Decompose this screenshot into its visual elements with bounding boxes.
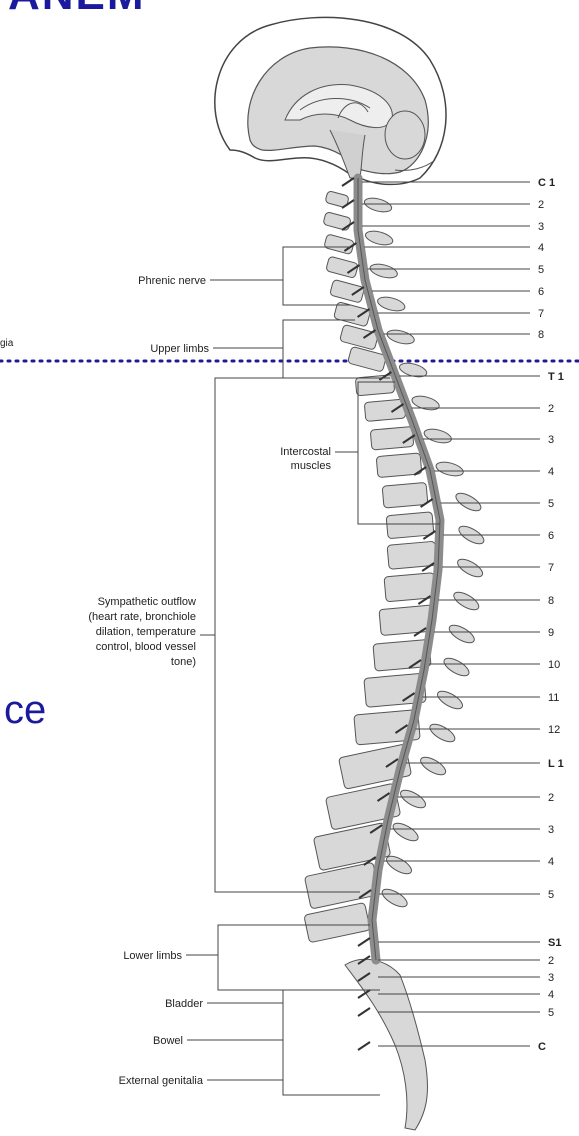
segment-label: 6 xyxy=(538,286,544,298)
segment-label: 4 xyxy=(548,989,554,1001)
segment-label: 11 xyxy=(548,692,559,704)
spinous-process xyxy=(390,820,420,844)
nerve-root xyxy=(358,938,370,946)
label-sympathetic-outflow: control, blood vessel xyxy=(96,641,196,653)
vertebra-body xyxy=(330,279,365,303)
vertebra-body xyxy=(326,256,359,278)
segment-label: C xyxy=(538,1041,546,1053)
label-external-genitalia: External genitalia xyxy=(119,1075,204,1087)
segment-label: C 1 xyxy=(538,177,555,189)
spinous-process xyxy=(455,556,485,580)
label-sympathetic-outflow: (heart rate, bronchiole xyxy=(88,611,196,623)
spinous-process xyxy=(447,622,477,646)
segment-label: T 1 xyxy=(548,371,564,383)
segment-label: 2 xyxy=(548,955,554,967)
bracket-line xyxy=(218,925,375,990)
segment-label: 5 xyxy=(548,498,554,510)
segment-label: 4 xyxy=(538,242,544,254)
spinous-process xyxy=(435,688,465,712)
vertebra-body xyxy=(324,234,355,255)
segment-label: 3 xyxy=(548,434,554,446)
segment-label: 9 xyxy=(548,627,554,639)
segment-label: 4 xyxy=(548,466,554,478)
label-intercostal-muscles: Intercostal xyxy=(280,446,331,458)
vertebra-body xyxy=(304,862,379,909)
label-phrenic-nerve: Phrenic nerve xyxy=(138,275,206,287)
segment-label: S1 xyxy=(548,937,561,949)
segment-label: 2 xyxy=(548,403,554,415)
segment-label: L 1 xyxy=(548,758,564,770)
vertebra-body xyxy=(382,482,428,508)
segment-labels-group: C 12345678T 123456789101112L 12345S12345… xyxy=(538,177,564,1053)
label-sympathetic-outflow: dilation, temperature xyxy=(96,626,196,638)
spinous-process xyxy=(376,295,406,314)
segment-label: 6 xyxy=(548,530,554,542)
brain-illustration xyxy=(215,17,446,184)
spinous-process xyxy=(369,262,399,281)
segment-label: 7 xyxy=(548,562,554,574)
spinous-process xyxy=(423,427,453,446)
spinous-process xyxy=(386,328,416,347)
nerve-root xyxy=(358,1042,370,1050)
label-lower-limbs: Lower limbs xyxy=(123,950,182,962)
segment-label: 8 xyxy=(548,595,554,607)
spinous-process xyxy=(451,589,481,613)
segment-label: 3 xyxy=(538,221,544,233)
spinous-process xyxy=(427,721,457,745)
segment-label: 5 xyxy=(538,264,544,276)
spinous-process xyxy=(418,754,448,778)
label-sympathetic-outflow: Sympathetic outflow xyxy=(98,596,196,608)
vertebra-body xyxy=(348,346,387,372)
sacrum xyxy=(345,959,428,1130)
spinous-process xyxy=(363,196,393,215)
nerve-root xyxy=(342,178,354,186)
spinous-process xyxy=(441,655,471,679)
segment-label: 12 xyxy=(548,724,560,736)
label-intercostal-muscles: muscles xyxy=(291,460,332,472)
label-bladder: Bladder xyxy=(165,998,203,1010)
spinous-process xyxy=(364,229,394,248)
segment-label: 2 xyxy=(548,792,554,804)
segment-label: 7 xyxy=(538,308,544,320)
vertebra-body xyxy=(323,212,351,231)
spinous-process xyxy=(435,460,465,479)
segment-label: 3 xyxy=(548,824,554,836)
segment-label: 8 xyxy=(538,329,544,341)
vertebra-body xyxy=(370,426,414,450)
bracket-line xyxy=(283,990,380,1095)
spinous-process xyxy=(453,490,483,514)
segment-label: 2 xyxy=(538,199,544,211)
spinous-process xyxy=(411,394,441,413)
vertebra-body xyxy=(386,512,434,539)
label-upper-limbs: Upper limbs xyxy=(150,343,209,355)
segment-label: 10 xyxy=(548,659,560,671)
spinous-process xyxy=(384,853,414,877)
function-brackets-group xyxy=(186,247,440,1095)
vertebra-body xyxy=(340,324,379,350)
segment-label: 3 xyxy=(548,972,554,984)
label-sympathetic-outflow: tone) xyxy=(171,656,196,668)
vertebrae-group xyxy=(304,191,437,1130)
spinous-process xyxy=(398,361,428,380)
segment-label: 4 xyxy=(548,856,554,868)
segment-label: 5 xyxy=(548,1007,554,1019)
spinous-process xyxy=(380,886,410,910)
nerve-root xyxy=(358,1008,370,1016)
vertebra-body xyxy=(364,399,406,421)
segment-label: 5 xyxy=(548,889,554,901)
spinous-process xyxy=(398,787,428,811)
label-bowel: Bowel xyxy=(153,1035,183,1047)
